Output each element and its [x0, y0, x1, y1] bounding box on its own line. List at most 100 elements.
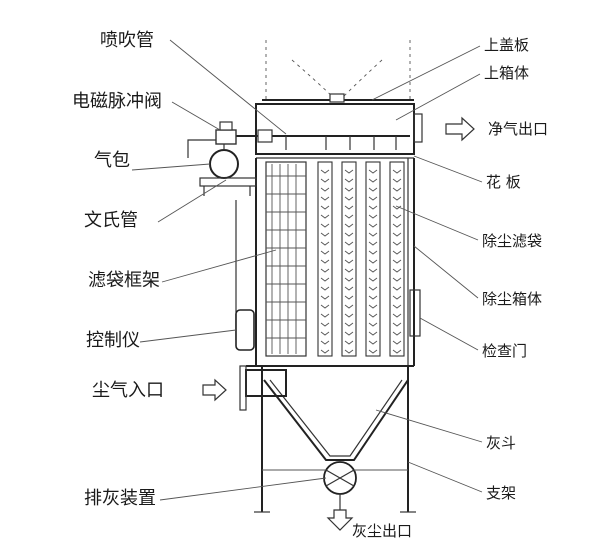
filter-bag-texture: [368, 331, 378, 336]
leader-lines: [131, 39, 483, 501]
filter-bag-texture: [344, 331, 354, 336]
filter-bag-texture: [320, 268, 330, 273]
filter-bag-texture: [344, 250, 354, 255]
support-frame: [254, 366, 416, 513]
filter-bag-texture: [320, 322, 330, 327]
label-dust-inlet: 尘气入口: [92, 380, 164, 401]
filter-bag-texture: [344, 187, 354, 192]
filter-bag-texture: [320, 169, 330, 174]
bag-cage-rails: [266, 164, 306, 354]
inspection-door: [409, 289, 421, 337]
main-housing: [246, 40, 423, 461]
filter-bags: [317, 161, 405, 357]
label-support: 支架: [486, 484, 516, 502]
leader-dust-box: [413, 245, 479, 299]
filter-bag-texture: [344, 295, 354, 300]
filter-bag-texture: [344, 340, 354, 345]
dust-inlet-arrow: [202, 378, 227, 402]
filter-bag-texture: [320, 349, 330, 354]
filter-bag-texture: [320, 250, 330, 255]
lift-arc-right: [341, 59, 383, 99]
filter-bag-texture: [368, 169, 378, 174]
filter-bag-texture: [320, 178, 330, 183]
dust-inlet: [202, 365, 287, 411]
filter-bag-texture: [392, 259, 402, 264]
filter-bag-texture: [320, 313, 330, 318]
filter-bag-texture: [344, 313, 354, 318]
filter-bag-4: [389, 161, 405, 357]
controller-box: [235, 309, 255, 351]
filter-bag-texture: [368, 196, 378, 201]
filter-bag-texture: [392, 286, 402, 291]
leader-inspection-door: [419, 317, 479, 351]
pulse-valve-head: [219, 121, 233, 131]
blow-pipe-coupling: [257, 129, 273, 143]
filter-bag-texture: [368, 223, 378, 228]
filter-bag-texture: [368, 322, 378, 327]
filter-bag-2: [341, 161, 357, 357]
filter-bag-texture: [320, 205, 330, 210]
label-dust-outlet: 灰尘出口: [352, 522, 412, 540]
filter-bag-texture: [392, 205, 402, 210]
filter-bag-texture: [368, 295, 378, 300]
leader-upper-box: [395, 73, 481, 121]
filter-bag-texture: [392, 349, 402, 354]
leader-hopper: [375, 409, 483, 443]
filter-bag-texture: [392, 322, 402, 327]
filter-bag-texture: [344, 241, 354, 246]
filter-bag-texture: [392, 169, 402, 174]
filter-bag-1: [317, 161, 333, 357]
label-clean-outlet: 净气出口: [488, 120, 548, 138]
dust-outlet-arrow: [326, 509, 354, 531]
filter-bag-texture: [344, 268, 354, 273]
filter-bag-texture: [392, 313, 402, 318]
filter-bag-texture: [320, 277, 330, 282]
filter-bag-3: [365, 161, 381, 357]
label-top-cover: 上盖板: [484, 36, 529, 54]
leader-support: [407, 461, 483, 493]
label-discharge: 排灰装置: [84, 488, 156, 509]
filter-bag-cage: [265, 161, 307, 357]
filter-bag-texture: [392, 196, 402, 201]
filter-bag-texture: [392, 250, 402, 255]
label-dust-box: 除尘箱体: [482, 290, 542, 308]
filter-bag-texture: [344, 277, 354, 282]
filter-bag-texture: [344, 205, 354, 210]
filter-bag-texture: [368, 277, 378, 282]
filter-bag-texture: [344, 178, 354, 183]
air-bag-bracket: [199, 177, 257, 187]
filter-bag-texture: [320, 196, 330, 201]
filter-bag-texture: [392, 304, 402, 309]
leader-air-bag: [131, 163, 211, 171]
filter-bag-texture: [392, 331, 402, 336]
filter-bag-texture: [320, 214, 330, 219]
filter-bag-texture: [368, 178, 378, 183]
filter-bag-texture: [320, 286, 330, 291]
leader-venturi: [157, 179, 227, 223]
leader-filter-bag: [395, 205, 479, 241]
filter-bag-texture: [368, 268, 378, 273]
filter-bag-texture: [344, 223, 354, 228]
filter-bag-texture: [392, 178, 402, 183]
label-venturi: 文氏管: [84, 210, 138, 231]
label-upper-box: 上箱体: [484, 64, 529, 82]
filter-bag-texture: [368, 259, 378, 264]
clean-outlet-arrow: [445, 116, 475, 142]
leader-blow-pipe: [169, 39, 287, 135]
filter-bag-texture: [392, 232, 402, 237]
label-tube-sheet: 花 板: [486, 173, 521, 191]
filter-bag-texture: [392, 241, 402, 246]
filter-bag-texture: [368, 214, 378, 219]
clean-outlet-flange: [413, 113, 423, 143]
filter-bag-texture: [392, 187, 402, 192]
filter-bag-texture: [368, 313, 378, 318]
air-bag: [209, 149, 239, 179]
hopper: [263, 379, 409, 461]
filter-bag-texture: [320, 187, 330, 192]
label-filter-bag: 除尘滤袋: [482, 232, 542, 250]
filter-bag-texture: [368, 205, 378, 210]
filter-bag-texture: [392, 277, 402, 282]
filter-bag-texture: [344, 259, 354, 264]
filter-bag-texture: [320, 232, 330, 237]
